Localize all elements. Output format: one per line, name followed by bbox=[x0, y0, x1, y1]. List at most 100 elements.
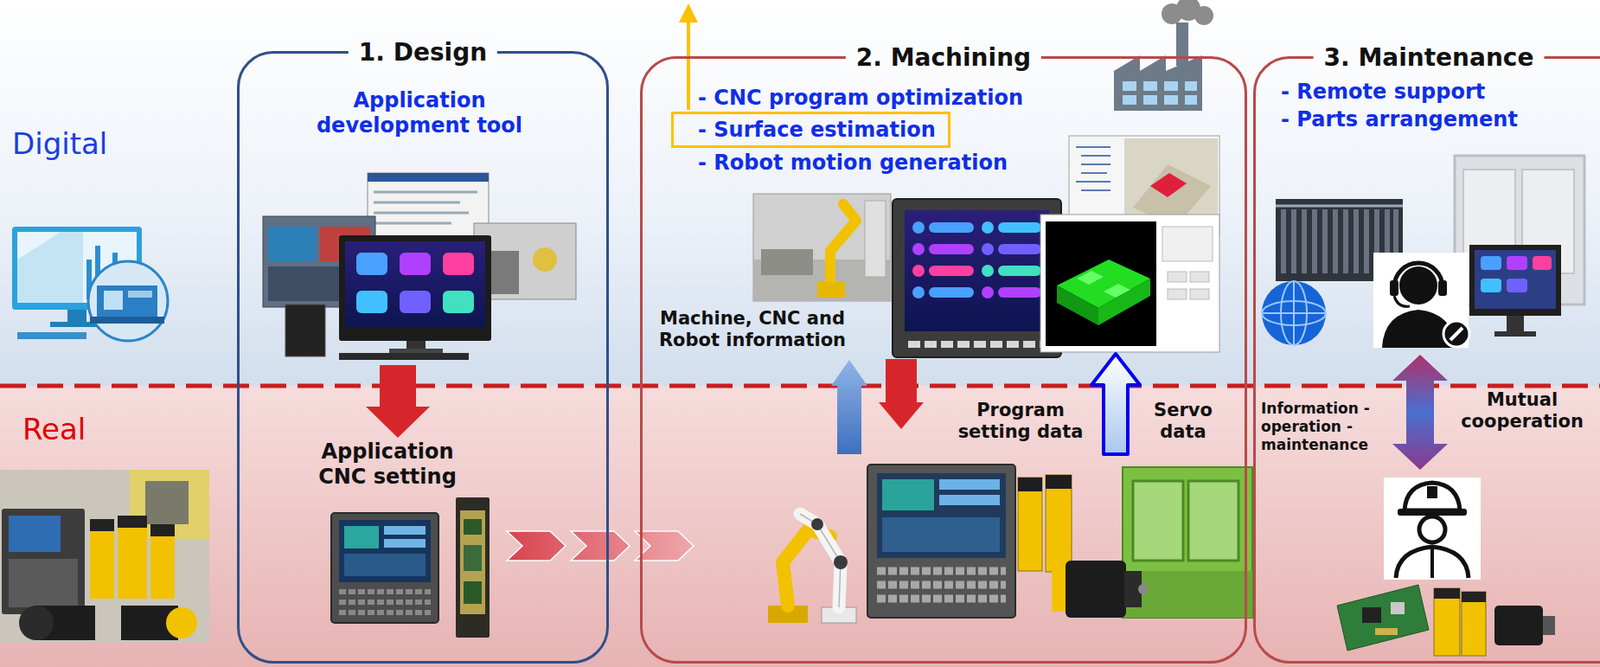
spare-amplifier bbox=[1461, 591, 1486, 602]
setting-panel: Application CNC setting bbox=[300, 439, 506, 640]
support-operator bbox=[1394, 295, 1410, 307]
servo-motor bbox=[1051, 560, 1149, 618]
data-flow-arrows bbox=[831, 353, 1140, 455]
cnc-hardware bbox=[384, 538, 426, 548]
cnc-panel bbox=[876, 570, 1006, 599]
highlight-box: - Surface estimation bbox=[671, 111, 951, 148]
servo-amplifiers bbox=[1045, 474, 1072, 489]
software-screens bbox=[285, 304, 326, 357]
flow-label: Mutual cooperation bbox=[1448, 389, 1596, 433]
hardware-photo bbox=[145, 480, 189, 525]
cnc-screen bbox=[998, 287, 1042, 298]
cnc-screen bbox=[928, 222, 974, 233]
cnc-screen bbox=[908, 340, 1047, 348]
digital-twin-icon bbox=[103, 290, 123, 310]
workstation bbox=[1474, 249, 1556, 309]
cnc-hardware bbox=[460, 510, 486, 615]
robot-cell-photo bbox=[864, 200, 886, 277]
cnc-panel bbox=[939, 479, 1000, 490]
cnc-hardware bbox=[331, 497, 490, 638]
spare-amplifier bbox=[1433, 588, 1486, 656]
cnc-screen bbox=[904, 210, 1050, 332]
workstation bbox=[1480, 278, 1502, 293]
group-title: 3. Maintenance bbox=[1313, 43, 1545, 73]
spare-amplifier bbox=[1433, 588, 1460, 656]
support-operator bbox=[1399, 266, 1438, 305]
machine-tool bbox=[1122, 467, 1253, 618]
flow-label: Program setting data bbox=[951, 399, 1090, 443]
cnc-screen bbox=[928, 265, 974, 276]
robot-cell-photo bbox=[753, 193, 891, 301]
workstation bbox=[1506, 315, 1524, 332]
field-engineer bbox=[1430, 548, 1434, 578]
field-engineer bbox=[1383, 477, 1481, 580]
band-label: Digital bbox=[12, 126, 160, 162]
surface-model-window bbox=[1040, 214, 1220, 352]
software-screens bbox=[367, 172, 489, 182]
workstation bbox=[1469, 244, 1562, 316]
feature-item: - Surface estimation bbox=[697, 117, 936, 143]
servo-motor bbox=[1138, 583, 1149, 595]
workstation bbox=[1506, 256, 1528, 270]
cnc-screen bbox=[998, 222, 1042, 233]
robot-cell-photo bbox=[761, 249, 813, 276]
feature-item: - CNC program optimization bbox=[697, 85, 1096, 111]
stage-group: 1. DesignApplication development toolApp… bbox=[236, 51, 609, 664]
surface-model-window bbox=[1098, 278, 1151, 326]
callout-arrow bbox=[678, 3, 698, 23]
software-screens bbox=[399, 290, 431, 314]
software-screens bbox=[345, 241, 486, 328]
stage-group: 2. Machining- Surface estimation bbox=[640, 56, 1248, 664]
factory-icon bbox=[1122, 81, 1137, 91]
circuit-board bbox=[1337, 584, 1429, 651]
feature-item: - Remote support bbox=[1280, 79, 1593, 105]
cnc-screen bbox=[912, 286, 925, 299]
cnc-screen bbox=[981, 243, 994, 256]
cnc-hardware bbox=[463, 581, 482, 604]
cnc-hardware bbox=[455, 497, 490, 638]
cooperation-arrow bbox=[1392, 354, 1448, 470]
robot-cell-photo bbox=[817, 281, 845, 298]
feature-item: - Parts arrangement bbox=[1280, 107, 1593, 133]
cnc-panel bbox=[882, 479, 935, 511]
factory-icon bbox=[1164, 95, 1178, 105]
hardware-photo bbox=[0, 469, 210, 643]
hardware-photo bbox=[150, 524, 175, 537]
robot-cell-photo bbox=[753, 193, 891, 301]
workstation bbox=[1506, 278, 1528, 293]
support-operator bbox=[1438, 280, 1447, 296]
factory-icon bbox=[1184, 81, 1197, 91]
surface-model-window bbox=[1167, 288, 1187, 300]
factory-icon bbox=[1194, 6, 1214, 26]
spare-motor bbox=[1542, 615, 1556, 635]
surface-model-window bbox=[1162, 226, 1213, 262]
cnc-hardware bbox=[344, 553, 426, 576]
cnc-screen bbox=[912, 243, 925, 256]
data-flow-arrows bbox=[878, 358, 924, 429]
hardware-photo bbox=[8, 558, 78, 608]
support-operator bbox=[1373, 252, 1469, 348]
circuit-board bbox=[1375, 627, 1398, 635]
factory-icon bbox=[1122, 95, 1137, 105]
software-screens bbox=[262, 172, 576, 360]
digital-twin-icon bbox=[12, 226, 168, 341]
workstation bbox=[1532, 256, 1552, 270]
software-screens bbox=[339, 235, 492, 341]
surface-model-window bbox=[1076, 270, 1104, 285]
factory-icon bbox=[1176, 22, 1189, 66]
flow-label: Servo data bbox=[1144, 399, 1223, 443]
software-screens bbox=[532, 247, 557, 272]
hardware-photo bbox=[150, 524, 175, 599]
surface-model-window bbox=[1190, 288, 1210, 300]
cnc-hardware bbox=[344, 525, 379, 549]
globe bbox=[1261, 281, 1326, 346]
cnc-screen bbox=[892, 198, 1062, 358]
chevron-arrow bbox=[506, 531, 694, 561]
software-screens bbox=[339, 352, 469, 360]
workstation bbox=[1469, 244, 1562, 337]
cnc-screen bbox=[928, 287, 974, 298]
cnc-screen bbox=[981, 264, 994, 277]
